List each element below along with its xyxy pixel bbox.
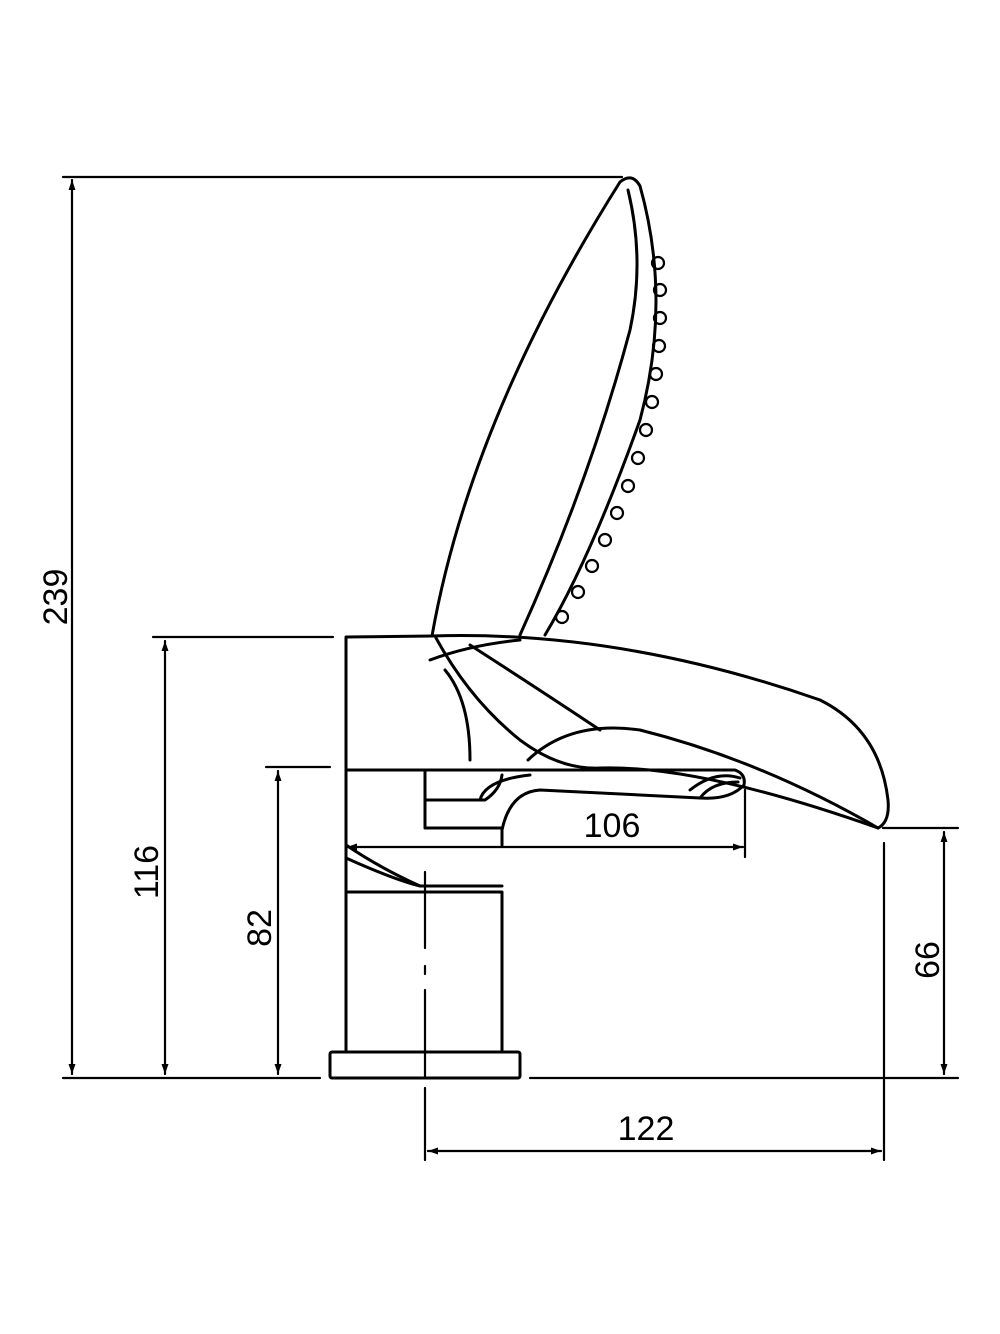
dimension-label-body: 116: [128, 845, 166, 899]
column-lower: [344, 890, 504, 1054]
dimension-spout-height: 82: [241, 765, 332, 1076]
dimension-spout-reach: 106: [345, 788, 747, 859]
cradle-facet-b: [443, 668, 472, 762]
cradle-lower-outline: [434, 636, 880, 830]
dimension-label-overall: 239: [37, 569, 75, 626]
hand-shower-head: [430, 176, 668, 638]
spout-tip-curve: [688, 774, 742, 792]
dimension-overall-height: 239: [37, 175, 624, 1076]
handset-cradle: [428, 634, 890, 830]
column-outline: [344, 634, 434, 1054]
tap-body: [328, 634, 522, 1080]
spout-outline: [344, 768, 746, 847]
dimension-outlet-height: 66: [881, 826, 960, 1076]
spout-inner-line: [423, 773, 504, 802]
cradle-inner-sweep: [526, 726, 880, 830]
cradle-facet-c: [468, 643, 602, 732]
dimension-handset-reach: 122: [423, 841, 886, 1162]
shower-head-outline: [430, 176, 658, 638]
spray-nozzles: [554, 255, 668, 625]
column-collar-curve: [344, 843, 422, 888]
spout-inner-block: [423, 768, 504, 830]
dimension-label-spout: 82: [241, 909, 279, 947]
spout: [344, 768, 746, 847]
dimension-body-height: 116: [128, 635, 335, 1076]
spout-curve-a: [478, 773, 532, 802]
cradle-top-outline: [430, 634, 890, 830]
dimension-label-spout-reach: 106: [584, 807, 641, 845]
dimension-label-outlet: 66: [909, 941, 947, 979]
spout-tip-inner: [698, 780, 740, 800]
shower-head-face-line: [518, 188, 639, 637]
dimension-label-handset-reach: 122: [618, 1110, 675, 1148]
